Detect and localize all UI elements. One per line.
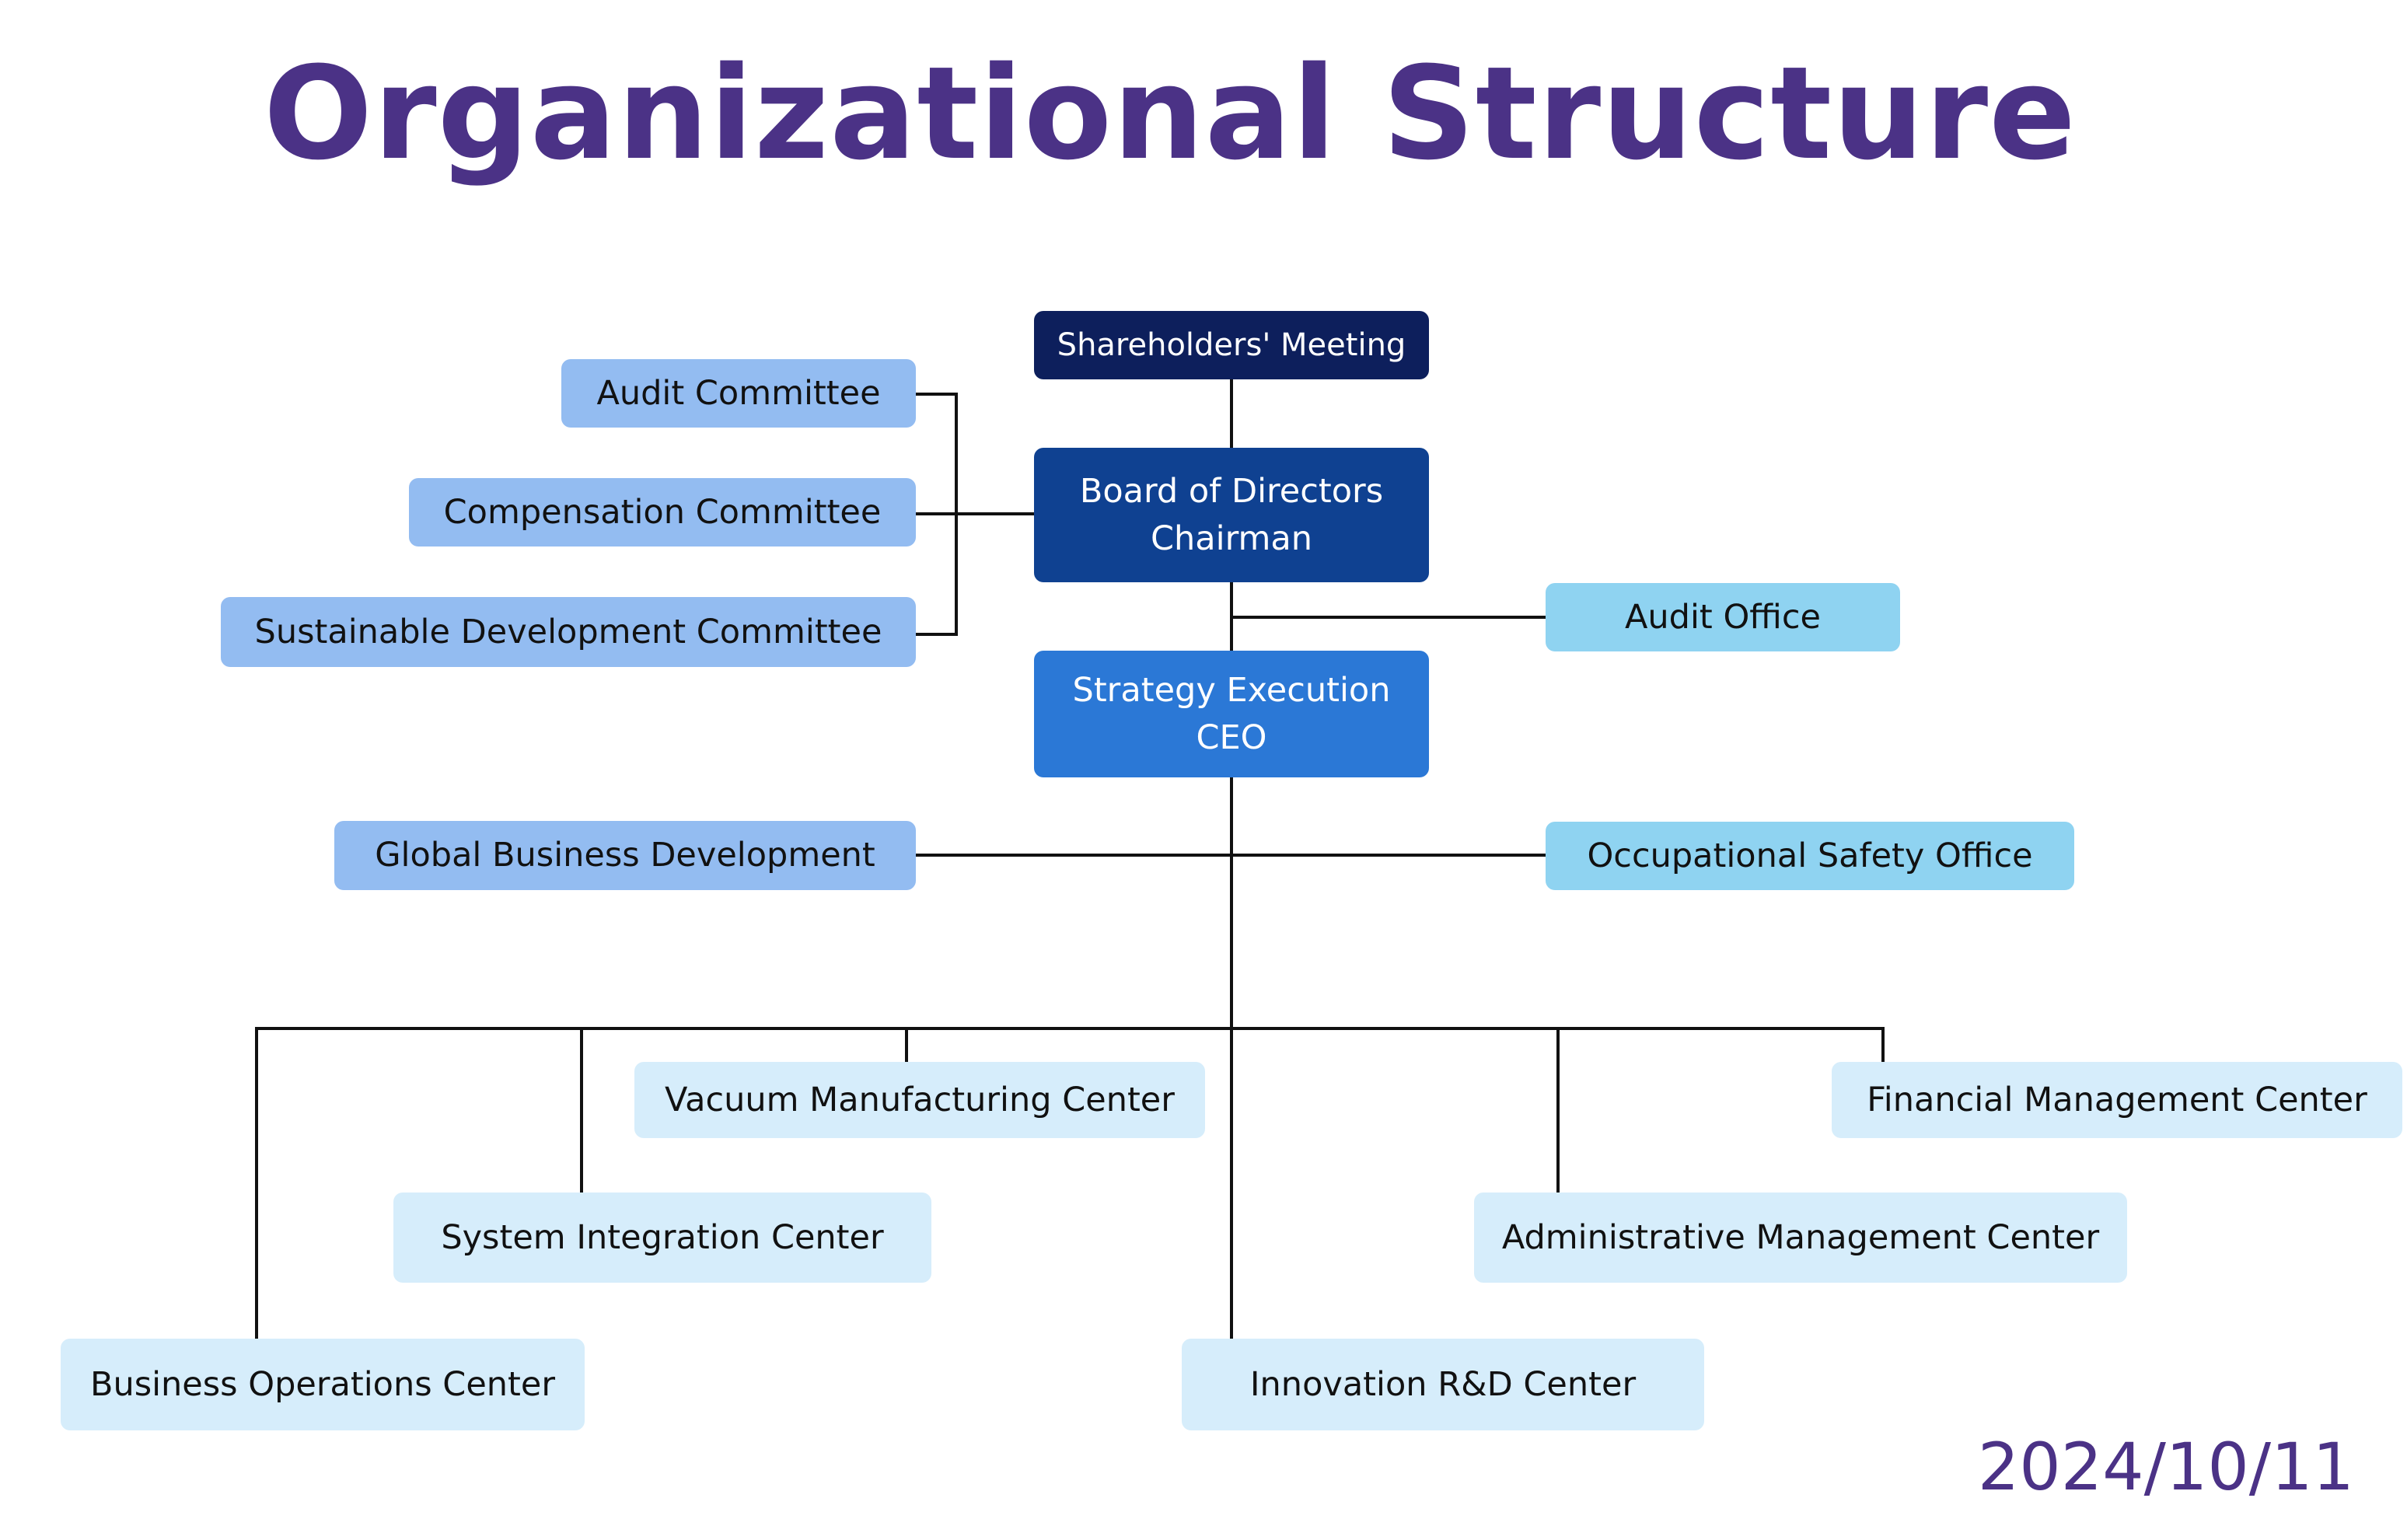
sustainable-development-committee-box: Sustainable Development Committee xyxy=(221,597,916,667)
financial-management-center-box: Financial Management Center xyxy=(1832,1062,2402,1138)
chairman-label: Chairman xyxy=(1151,519,1312,558)
global-business-development-box: Global Business Development xyxy=(334,821,916,890)
vacuum-manufacturing-center-box: Vacuum Manufacturing Center xyxy=(634,1062,1205,1138)
innovation-rd-center-label: Innovation R&D Center xyxy=(1249,1364,1637,1404)
shareholders-meeting-box: Shareholders' Meeting xyxy=(1034,311,1429,379)
administrative-management-center-label: Administrative Management Center xyxy=(1501,1217,2100,1257)
audit-committee-box: Audit Committee xyxy=(561,359,916,428)
sustainable-development-committee-label: Sustainable Development Committee xyxy=(254,612,882,651)
board-of-directors-label: Board of Directors xyxy=(1079,472,1384,512)
compensation-committee-label: Compensation Committee xyxy=(443,492,882,532)
date-label: 2024/10/11 xyxy=(1977,1429,2354,1505)
business-operations-center-label: Business Operations Center xyxy=(89,1364,556,1404)
audit-committee-label: Audit Committee xyxy=(596,373,881,413)
ceo-label: CEO xyxy=(1196,718,1267,757)
shareholders-meeting-label: Shareholders' Meeting xyxy=(1057,327,1406,363)
global-business-development-label: Global Business Development xyxy=(375,836,875,875)
strategy-execution-box: Strategy Execution CEO xyxy=(1034,651,1429,777)
occupational-safety-office-label: Occupational Safety Office xyxy=(1587,836,2033,875)
board-of-directors-box: Board of Directors Chairman xyxy=(1034,448,1429,582)
business-operations-center-box: Business Operations Center xyxy=(61,1339,585,1430)
financial-management-center-label: Financial Management Center xyxy=(1867,1080,2367,1119)
system-integration-center-label: System Integration Center xyxy=(441,1217,884,1257)
administrative-management-center-box: Administrative Management Center xyxy=(1474,1193,2127,1283)
vacuum-manufacturing-center-label: Vacuum Manufacturing Center xyxy=(665,1080,1175,1119)
page-title: Organizational Structure xyxy=(263,39,2077,188)
occupational-safety-office-box: Occupational Safety Office xyxy=(1546,822,2074,890)
system-integration-center-box: System Integration Center xyxy=(393,1193,931,1283)
compensation-committee-box: Compensation Committee xyxy=(409,478,916,547)
innovation-rd-center-box: Innovation R&D Center xyxy=(1182,1339,1704,1430)
audit-office-box: Audit Office xyxy=(1546,583,1900,651)
audit-office-label: Audit Office xyxy=(1625,597,1821,637)
strategy-execution-label: Strategy Execution xyxy=(1072,671,1391,711)
